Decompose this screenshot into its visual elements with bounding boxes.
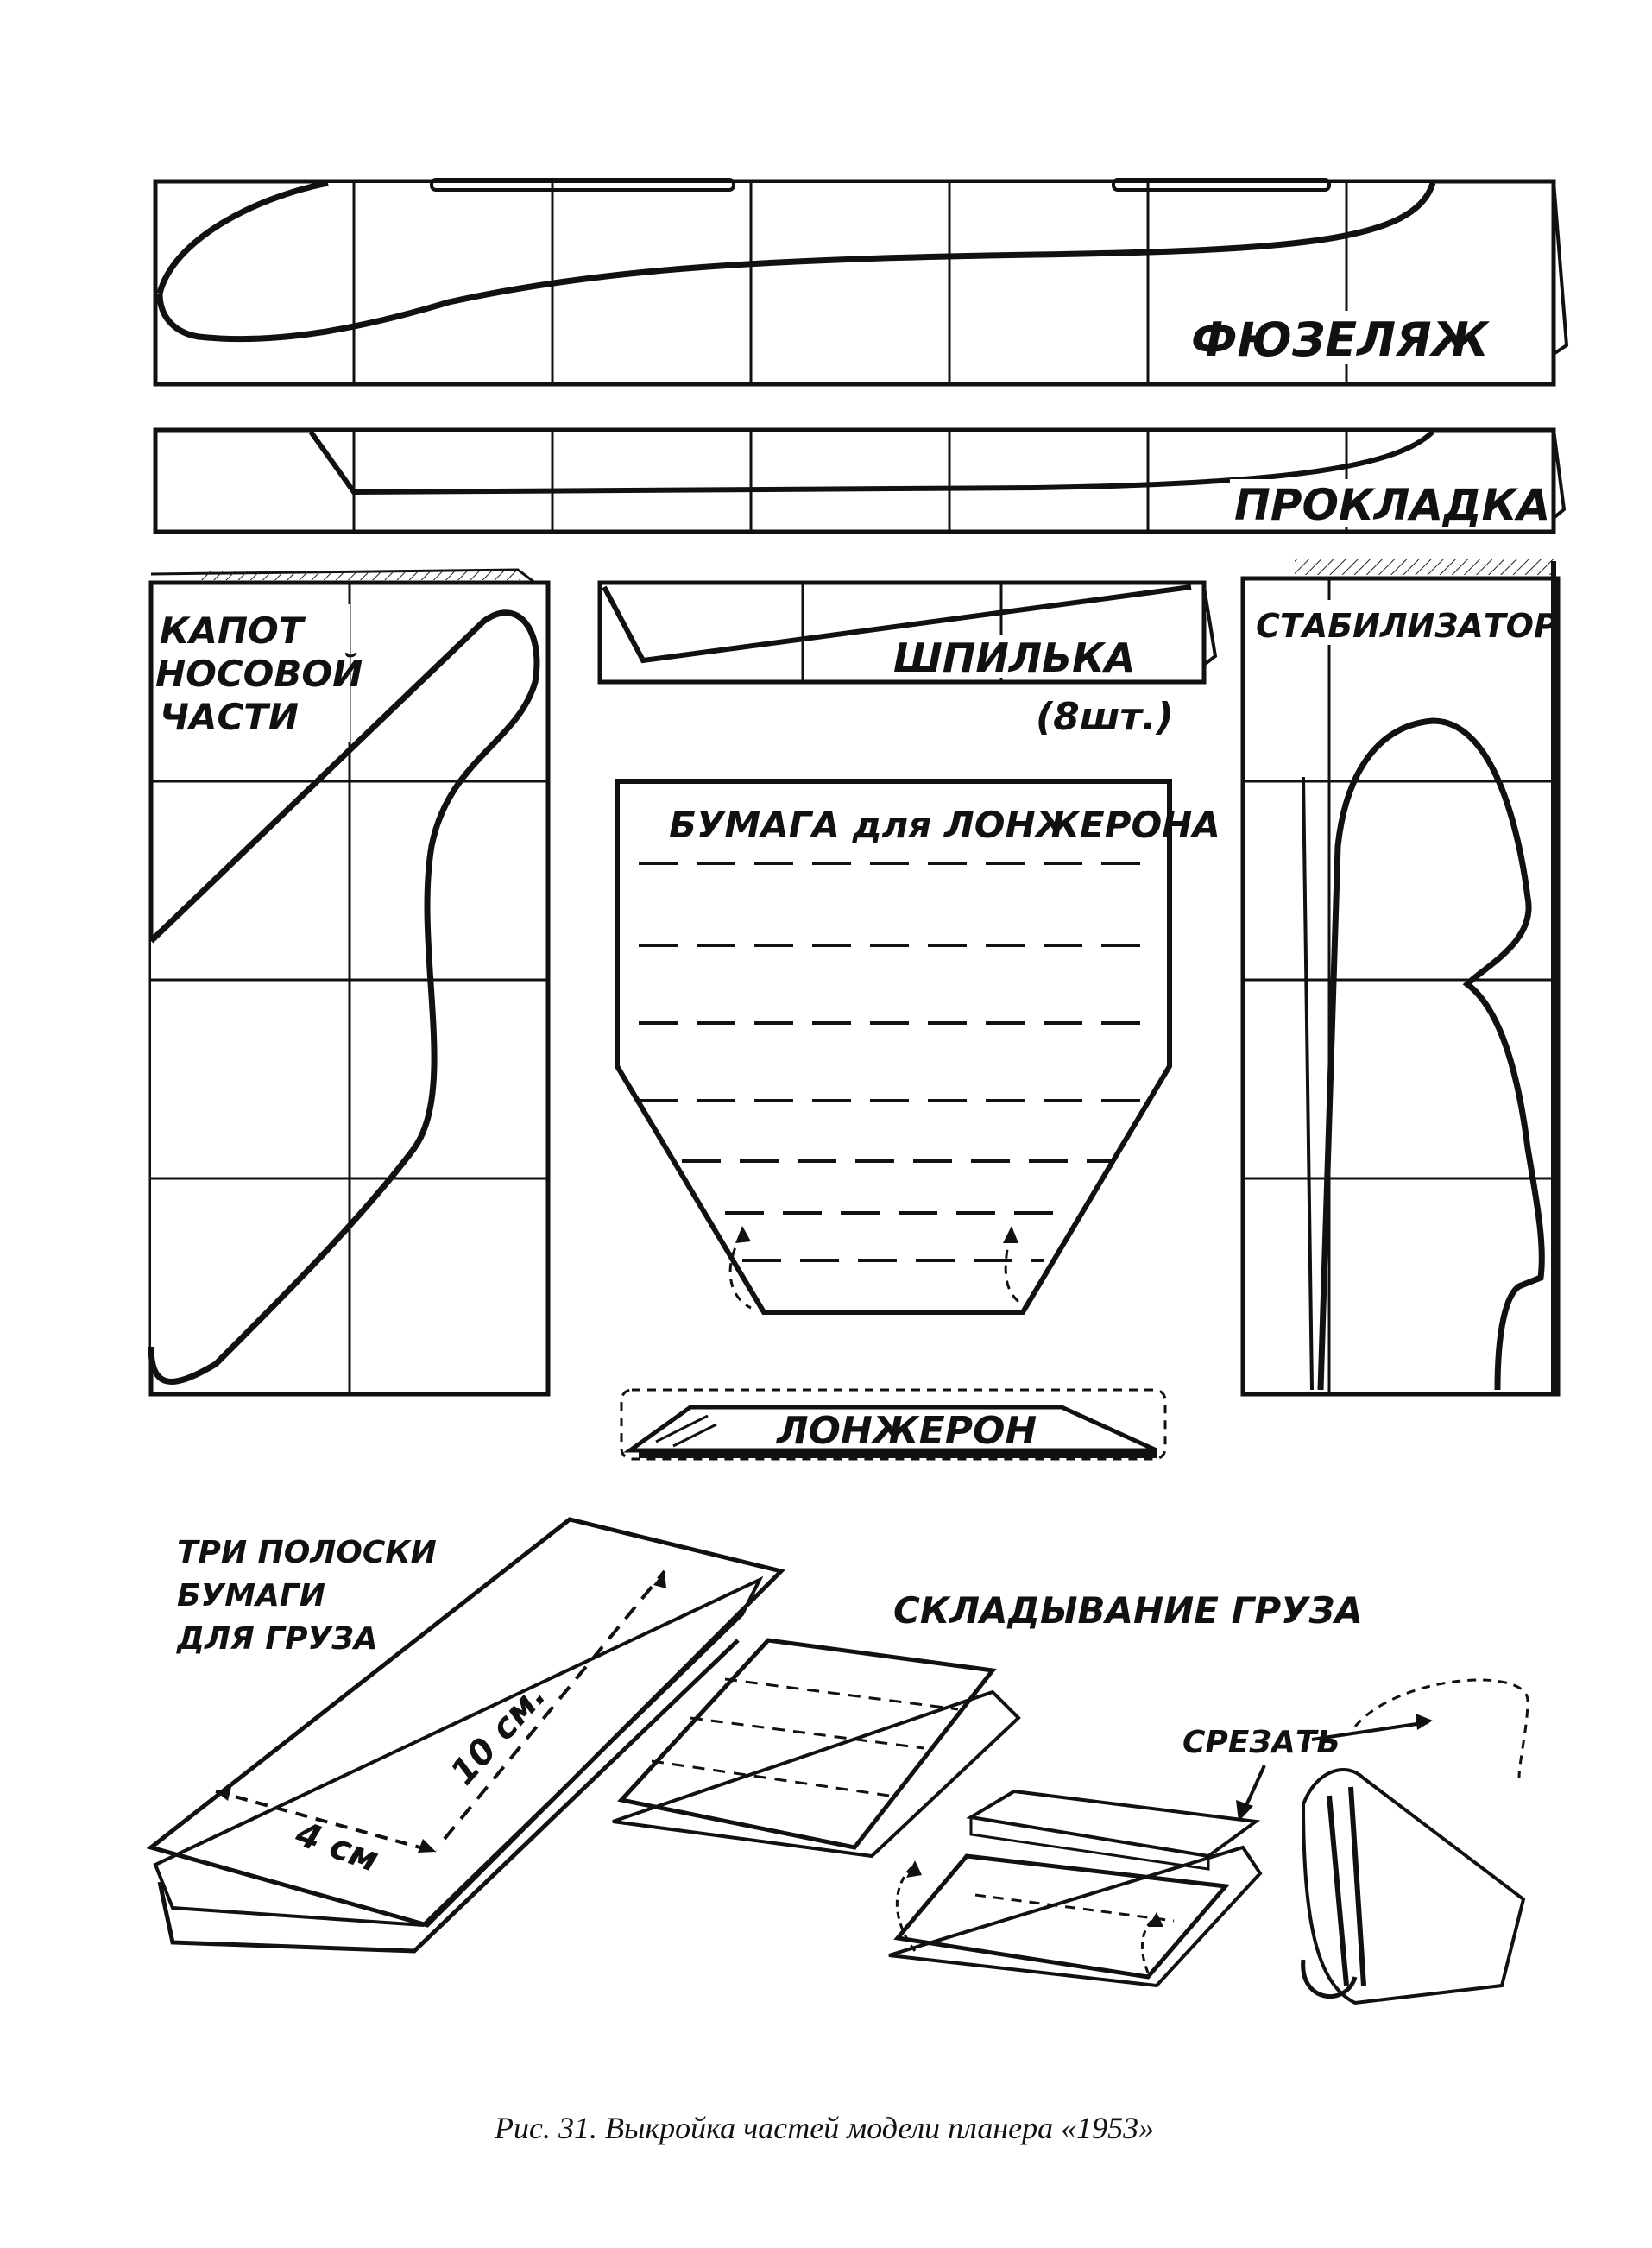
pin-count-label: (8шт.) <box>1036 695 1174 739</box>
spar-paper-pattern: БУМАГА для ЛОНЖЕРОНА <box>615 779 1220 1315</box>
weight-strips: ТРИ ПОЛОСКИ БУМАГИ ДЛЯ ГРУЗА 4 см 10 см. <box>146 1517 785 1954</box>
spacer-pattern: ПРОКЛАДКА <box>153 427 1567 534</box>
weight-strips-label-line-3: ДЛЯ ГРУЗА <box>176 1621 378 1657</box>
spar-paper-label: БУМАГА для ЛОНЖЕРОНА <box>669 804 1220 846</box>
weight-folding: СКЛАДЫВАНИЕ ГРУЗА СРЕЗАТЬ <box>612 1589 1529 2005</box>
pin-label: ШПИЛЬКА <box>893 635 1135 681</box>
spar-label: ЛОНЖЕРОН <box>775 1409 1037 1453</box>
nose-cowl-label-line-1: КАПОТ <box>160 609 306 652</box>
stabilizer-label: СТАБИЛИЗАТОР <box>1256 607 1558 645</box>
spar-pattern: ЛОНЖЕРОН <box>620 1388 1167 1461</box>
pin-pattern: ШПИЛЬКА (8шт.) <box>597 580 1218 739</box>
fuselage-pattern: ФЮЗЕЛЯЖ <box>153 178 1569 387</box>
spacer-label: ПРОКЛАДКА <box>1234 480 1550 530</box>
nose-cowl-label-line-2: НОСОВОЙ <box>155 652 363 695</box>
weight-strips-label-line-2: БУМАГИ <box>177 1578 325 1613</box>
stabilizer-pattern: СТАБИЛИЗАТОР <box>1240 559 1561 1397</box>
figure-caption: Рис. 31. Выкройка частей модели планера … <box>494 2111 1154 2145</box>
weight-strips-label-line-1: ТРИ ПОЛОСКИ <box>177 1535 437 1570</box>
weight-folding-label: СКЛАДЫВАНИЕ ГРУЗА <box>893 1589 1363 1632</box>
fuselage-label: ФЮЗЕЛЯЖ <box>1191 313 1491 367</box>
nose-cowl-pattern: КАПОТ НОСОВОЙ ЧАСТИ <box>148 568 551 1397</box>
nose-cowl-label-line-3: ЧАСТИ <box>160 696 299 738</box>
cut-label: СРЕЗАТЬ <box>1182 1725 1340 1760</box>
